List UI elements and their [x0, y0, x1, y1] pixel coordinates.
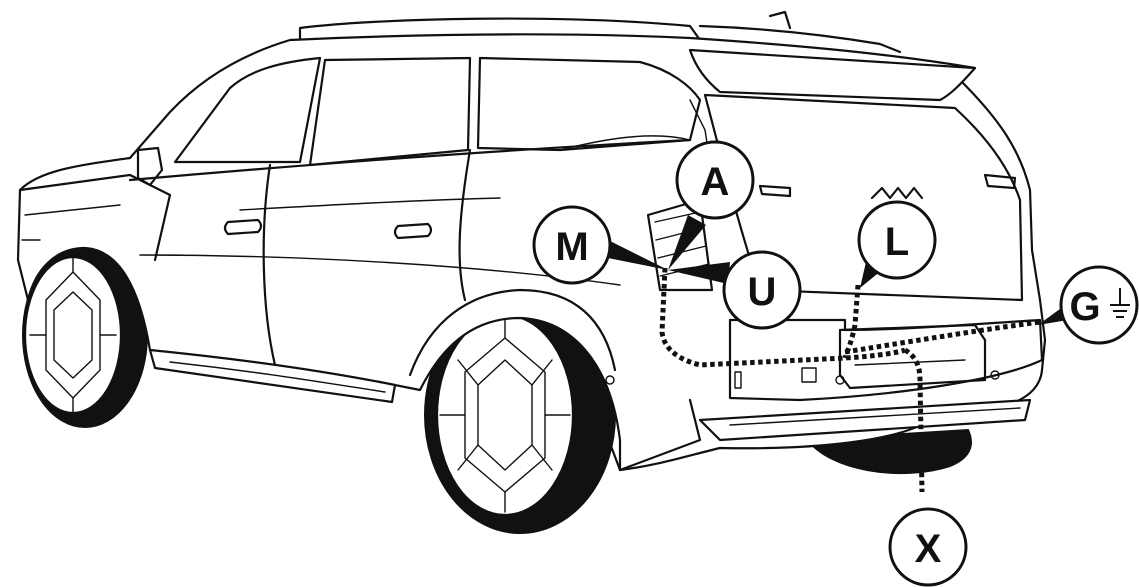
- callout-x-label: X: [915, 527, 942, 571]
- callout-a-label: A: [701, 160, 730, 204]
- callout-l: L: [857, 200, 937, 280]
- wiring-routes: [659, 267, 1041, 493]
- ground-symbol-icon: [1110, 288, 1130, 318]
- wiring-route-to-g: [844, 319, 1041, 355]
- callout-g-label: G: [1069, 285, 1100, 329]
- wiring-route-main: [659, 267, 906, 368]
- callout-u-label: U: [748, 270, 777, 314]
- wiring-route-to-l: [842, 284, 861, 359]
- suv-illustration: [16, 10, 1047, 534]
- wiring-route-to-x: [903, 347, 925, 493]
- rear-wheel: [424, 296, 616, 534]
- front-wheel: [22, 242, 148, 428]
- callout-x: X: [888, 507, 968, 587]
- callout-u: U: [722, 250, 802, 330]
- pointer-a: [668, 215, 706, 270]
- pointer-m: [598, 240, 668, 270]
- callout-m: M: [532, 205, 612, 285]
- callout-l-label: L: [885, 220, 909, 264]
- pointer-u: [668, 262, 730, 284]
- callout-m-label: M: [555, 225, 588, 269]
- callout-g: G: [1059, 265, 1139, 345]
- callout-a: A: [675, 140, 755, 220]
